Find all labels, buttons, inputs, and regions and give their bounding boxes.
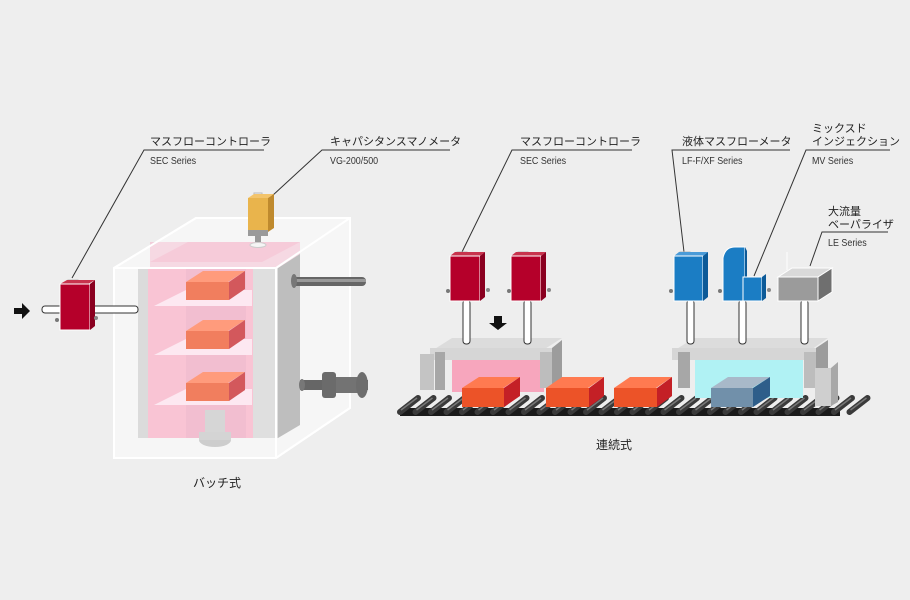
- workpiece: [186, 271, 245, 300]
- workpiece: [614, 377, 672, 407]
- workpiece: [546, 377, 604, 407]
- mixed-injection-unit: [718, 246, 771, 302]
- workpiece: [186, 372, 245, 401]
- capacitance-manometer: [248, 192, 274, 248]
- label-le-name-line1: 大流量: [828, 205, 861, 218]
- label-liquid-mfm-name: 液体マスフローメータ: [682, 135, 792, 148]
- continuous-workpieces: [462, 377, 770, 407]
- label-batch-mfc-series: SEC Series: [150, 155, 197, 167]
- roller-highlight: [509, 397, 526, 411]
- flow-down-arrow-icon: [489, 316, 507, 330]
- roller-highlight: [772, 397, 790, 411]
- label-mv-name-line2: インジェクション: [812, 135, 900, 148]
- roller-highlight: [695, 397, 712, 411]
- continuous-mass-flow-controller-1: [446, 251, 490, 302]
- continuous-mass-flow-controller-2: [507, 251, 551, 302]
- roller-highlight: [834, 397, 852, 411]
- processed-workpiece: [711, 377, 770, 407]
- leader-cont-le: [809, 231, 888, 267]
- caption-batch: バッチ式: [193, 476, 242, 490]
- vacuum-valve: [299, 372, 368, 398]
- label-liquid-mfm-series: LF-F/XF Series: [682, 155, 743, 167]
- liquid-mass-flow-meter: [669, 251, 708, 302]
- roller-highlight: [447, 397, 464, 411]
- label-mv-series: MV Series: [812, 155, 854, 167]
- leader-cont-liquid: [671, 149, 790, 253]
- label-batch-gauge-name: キャパシタンスマノメータ: [330, 135, 462, 148]
- roller-highlight: [664, 397, 681, 411]
- batch-mass-flow-controller: [55, 279, 98, 331]
- label-cont-mfc-series: SEC Series: [520, 155, 567, 167]
- leader-batch-gauge: [271, 149, 450, 197]
- batch-chamber: [113, 217, 368, 459]
- roller-highlight: [757, 397, 774, 411]
- roller-highlight: [431, 397, 449, 411]
- exhaust-pipe: [291, 274, 366, 288]
- roller-highlight: [524, 397, 542, 411]
- feed-pipes: [462, 299, 809, 345]
- label-le-name-line2: ベーパライザ: [828, 218, 894, 231]
- roller-highlight: [400, 397, 418, 411]
- label-le-series: LE Series: [828, 237, 867, 249]
- roller-highlight: [679, 397, 697, 411]
- roller-highlight: [586, 397, 604, 411]
- leader-cont-mfc: [461, 149, 632, 253]
- leader-lines: [71, 149, 890, 279]
- leader-batch-mfc: [71, 149, 264, 279]
- roller-highlight: [850, 397, 867, 411]
- large-flow-vaporizer: [776, 252, 834, 302]
- roller-highlight: [416, 397, 433, 411]
- label-batch-mfc-name: マスフローコントローラ: [150, 135, 271, 148]
- label-cont-mfc-name: マスフローコントローラ: [520, 135, 641, 148]
- workpiece: [462, 377, 520, 407]
- roller-highlight: [788, 397, 805, 411]
- label-batch-gauge-series: VG-200/500: [330, 155, 379, 167]
- caption-continuous: 連続式: [596, 438, 633, 452]
- flow-arrow-icon: [14, 303, 30, 319]
- batch-workpieces: [186, 271, 245, 401]
- leader-cont-mv: [753, 149, 890, 277]
- workpiece: [186, 320, 245, 349]
- label-mv-name-line1: ミックスド: [812, 122, 867, 135]
